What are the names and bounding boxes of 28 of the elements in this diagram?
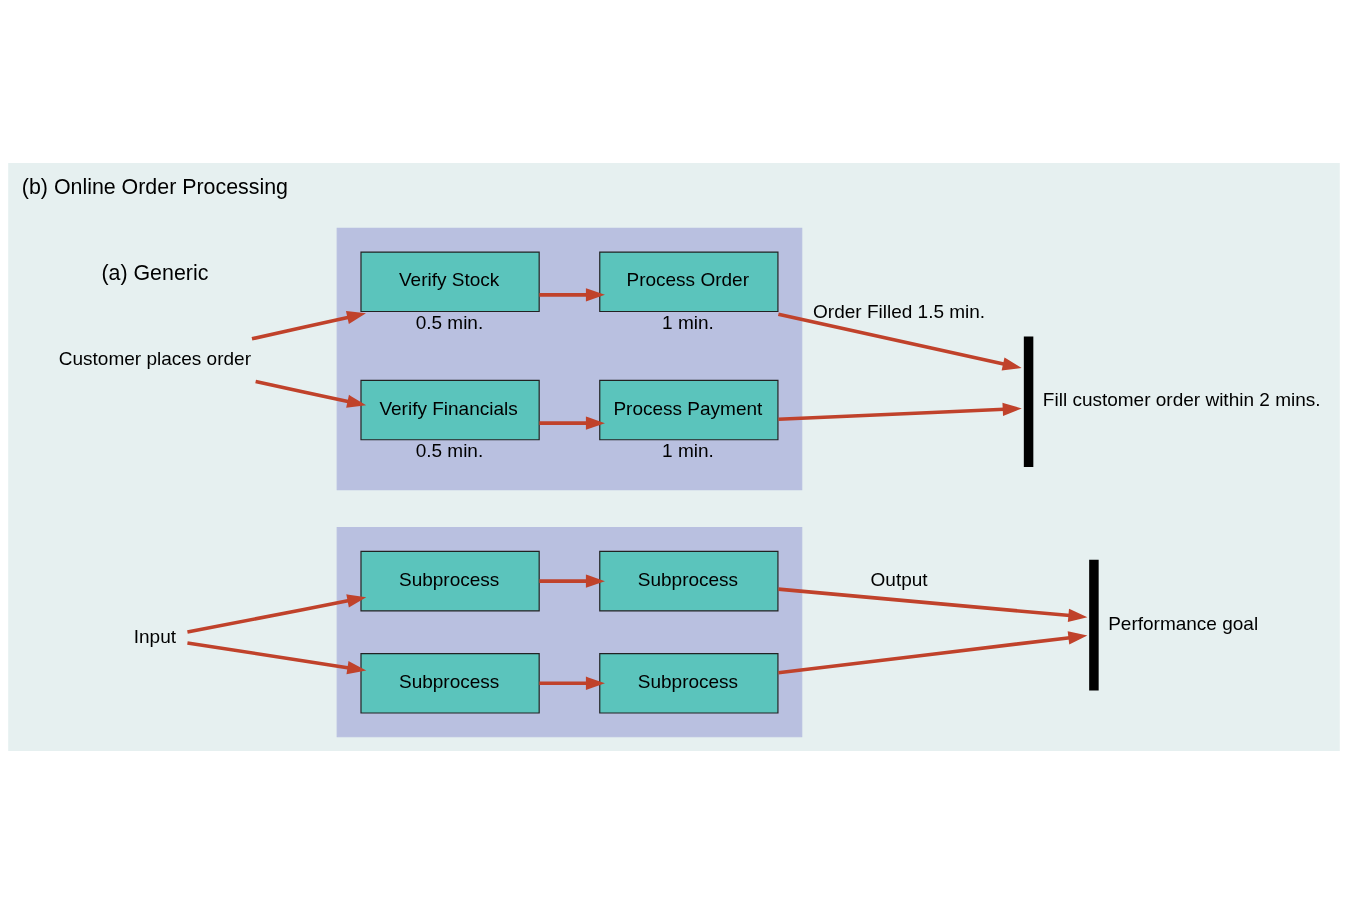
arrow [539,574,605,588]
label: (b) Online Order Processing [21,175,288,200]
node-label: 1 min. [662,312,714,334]
label: (a) Generic [101,260,209,285]
arrow [539,288,605,302]
arrow [187,594,367,634]
node-label: 1 min. [662,440,714,462]
node-text: Input [133,625,177,647]
arrow [539,676,605,690]
arrow [778,587,1088,623]
arrow [778,402,1022,422]
arrow [251,311,366,341]
node-label: Performance goal [1108,612,1259,634]
cluster [336,527,803,738]
arrow [255,379,367,408]
arrow [539,416,605,430]
edge-label: Order Filled 1.5 min. [813,301,986,323]
arrow [187,641,367,675]
node-bar [1023,336,1034,468]
node-label: 0.5 min. [415,312,484,334]
edge-label: Output [870,568,928,590]
node-label: Fill customer order within 2 mins. [1042,389,1321,411]
arrow [778,312,1022,371]
node-label: 0.5 min. [415,440,484,462]
node-text: Customer places order [58,347,251,369]
node-bar [1089,559,1099,691]
cluster [336,227,803,491]
arrow [778,631,1088,675]
